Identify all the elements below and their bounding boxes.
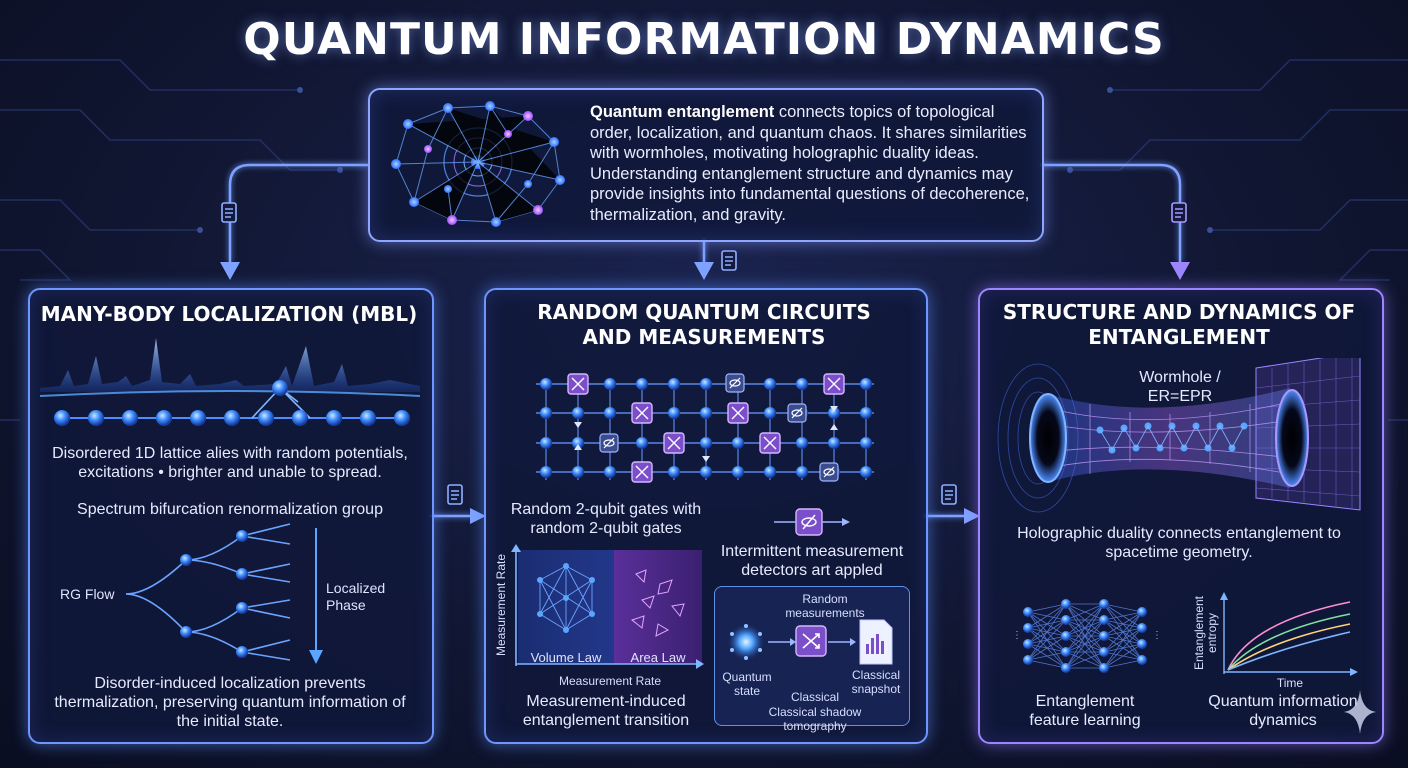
measurement-icon xyxy=(774,508,850,536)
entanglement-network-graphic xyxy=(391,101,565,227)
circuits-title: RANDOM QUANTUM CIRCUITS AND MEASUREMENTS xyxy=(537,300,871,349)
disordered-lattice-graphic xyxy=(40,338,420,426)
area-law-label: Area Law xyxy=(630,650,686,665)
rg-flow-label: RG Flow xyxy=(60,586,115,602)
quantum-circuit-grid-graphic xyxy=(536,373,874,483)
entropy-growth-chart xyxy=(1220,592,1358,676)
svg-text:⋮: ⋮ xyxy=(1152,630,1160,641)
entanglement-phase-diagram xyxy=(511,544,704,669)
mbl-rg-heading: Spectrum bifurcation renormalization gro… xyxy=(77,501,383,518)
localized-phase-label: Localized Phase xyxy=(326,580,386,613)
sparkle-icon xyxy=(1344,690,1376,734)
document-icon xyxy=(941,484,957,505)
quantum-state-label: Quantum state xyxy=(722,670,772,698)
feature-learning-label: Entanglement feature learning xyxy=(1029,693,1141,729)
volume-law-label: Volume Law xyxy=(530,650,602,665)
document-icon xyxy=(721,250,737,271)
mbl-bottom-text: Disorder-induced localization prevents t… xyxy=(54,675,406,730)
gates-text: Random 2-qubit gates with random 2-qubit… xyxy=(510,501,702,537)
dynamics-label: Quantum information dynamics xyxy=(1208,693,1358,729)
document-icon xyxy=(221,202,237,223)
shadow-tomography-graphic xyxy=(728,619,893,665)
random-measurements-label: Random measurements xyxy=(785,592,865,620)
entropy-y-axis-label: Entanglement entropy xyxy=(1192,595,1219,671)
classical-snapshot-label: Classical snapshot xyxy=(851,668,901,696)
intro-body: connects topics of topological order, lo… xyxy=(590,103,1030,224)
phase-x-axis-label: Measurement Rate xyxy=(558,674,662,688)
intro-bold: Quantum entanglement xyxy=(590,103,775,121)
classical-label: Classical xyxy=(790,690,839,704)
wormhole-graphic xyxy=(997,358,1361,513)
phase-y-axis-label: Measurement Rate xyxy=(494,553,508,657)
document-icon xyxy=(1171,202,1187,223)
time-axis-label: Time xyxy=(1276,676,1304,690)
mbl-lattice-text: Disordered 1D lattice alies with random … xyxy=(52,445,408,481)
transition-text: Measurement-induced entanglement transit… xyxy=(522,693,690,729)
holographic-text: Holographic duality connects entanglemen… xyxy=(1017,525,1341,561)
page-title: QUANTUM INFORMATION DYNAMICS xyxy=(243,14,1165,65)
neural-network-graphic: ⋮ ⋮ xyxy=(1012,599,1160,673)
svg-text:⋮: ⋮ xyxy=(1012,630,1022,641)
mbl-title: MANY-BODY LOCALIZATION (MBL) xyxy=(40,302,418,326)
document-icon xyxy=(447,484,463,505)
wormhole-label: Wormhole / ER=EPR xyxy=(1139,369,1221,405)
measurement-text: Intermittent measurement detectors art a… xyxy=(720,543,904,579)
shadow-tomography-label: Classical shadow tomography xyxy=(768,705,862,733)
intro-text: Quantum entanglement connects topics of … xyxy=(590,102,1030,225)
entanglement-title: STRUCTURE AND DYNAMICS OF ENTANGLEMENT xyxy=(1002,300,1356,349)
entanglement-panel xyxy=(978,288,1384,744)
rg-flow-tree-graphic xyxy=(125,523,323,664)
